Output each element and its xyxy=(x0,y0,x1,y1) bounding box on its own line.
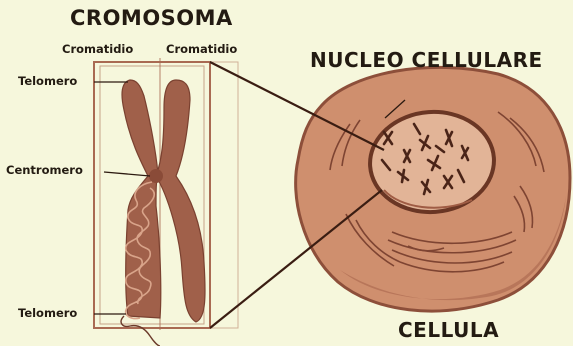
chromatid-right xyxy=(156,80,205,322)
dna-strand xyxy=(121,316,160,346)
cell xyxy=(296,67,570,311)
chromosome xyxy=(121,80,205,346)
cell-title: CELLULA xyxy=(398,318,499,342)
chromosome-title: CROMOSOMA xyxy=(70,6,233,30)
chromatid-left-label: Cromatidio xyxy=(62,42,133,56)
nucleus-title: NUCLEO CELLULARE xyxy=(310,48,543,72)
centromere xyxy=(149,169,163,183)
centromere-label: Centromero xyxy=(6,163,83,177)
chromatid-left xyxy=(122,80,161,318)
chromatid-right-label: Cromatidio xyxy=(166,42,237,56)
telomere-bottom-label: Telomero xyxy=(18,306,77,320)
telomere-top-label: Telomero xyxy=(18,74,77,88)
